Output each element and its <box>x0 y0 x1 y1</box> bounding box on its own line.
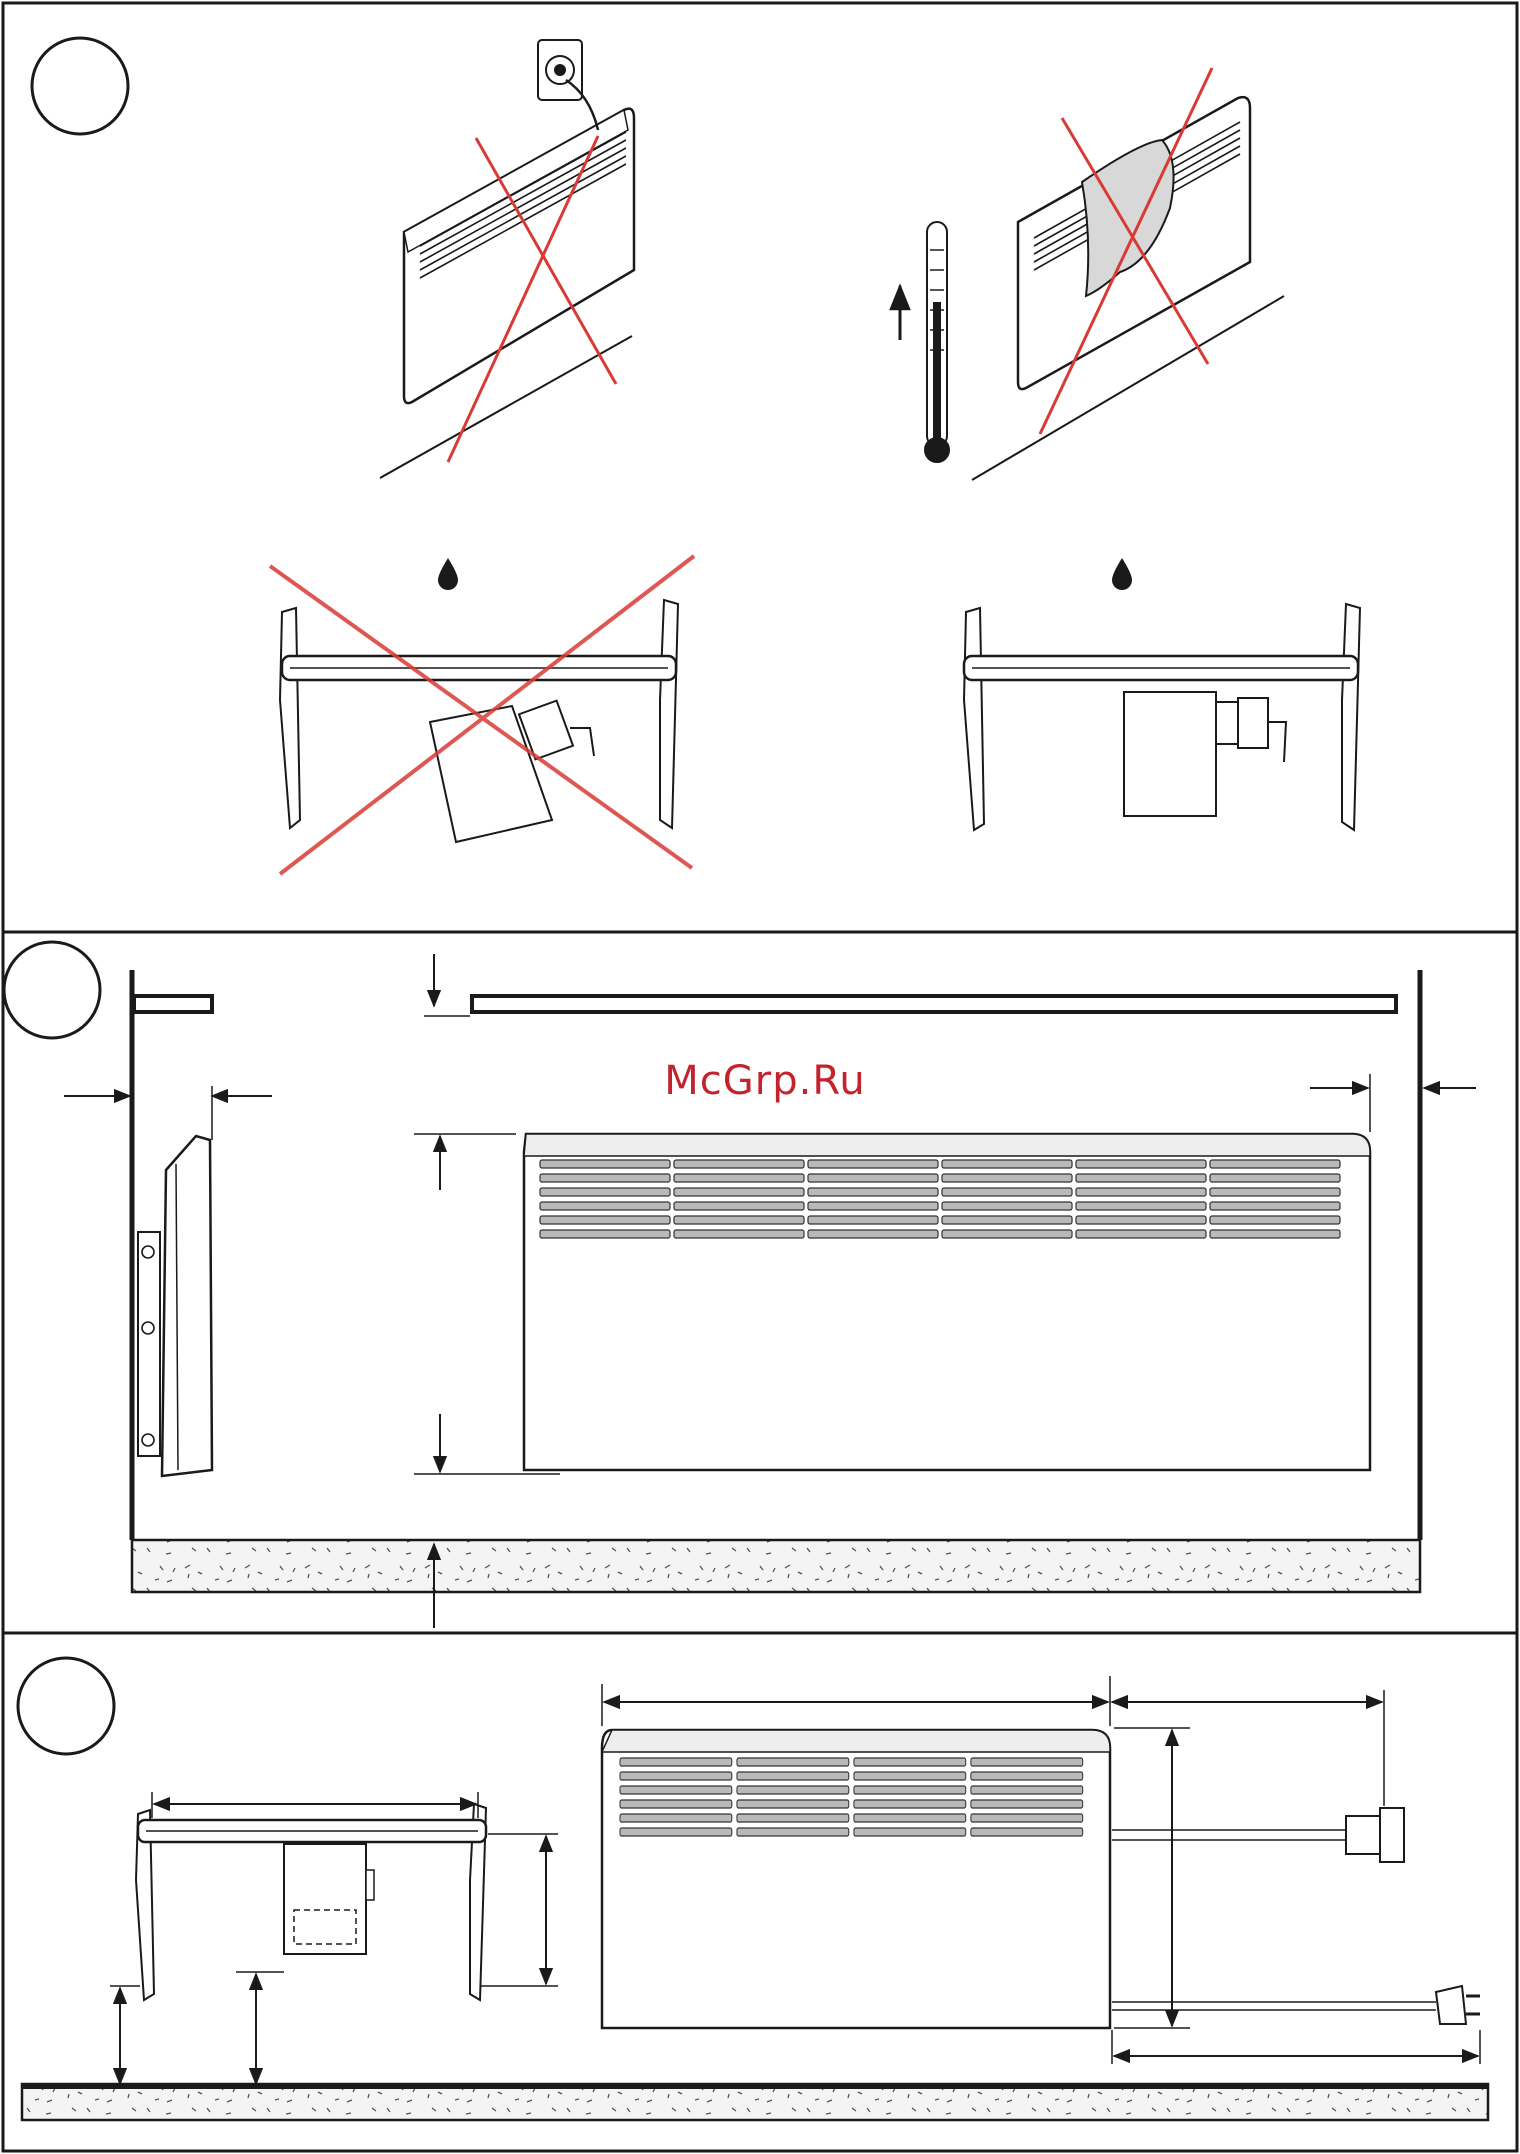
front-view-heater <box>524 1134 1370 1470</box>
water-drop-icon <box>438 558 458 590</box>
floor <box>22 2084 1488 2120</box>
side-view-clearance <box>64 970 272 1540</box>
section-marker-2 <box>4 942 100 1038</box>
heater-under-socket-illustration <box>380 40 634 478</box>
floor <box>132 1540 1420 1592</box>
thermostat-icon <box>1216 698 1286 762</box>
thermostat-icon <box>1346 1808 1404 1862</box>
plug-icon <box>1436 1986 1480 2024</box>
thermometer-icon <box>925 222 949 462</box>
bracket-correct-orientation-illustration <box>964 604 1360 830</box>
heater-overall-dimensions <box>602 1676 1480 2064</box>
water-drop-icon <box>1112 558 1132 590</box>
top-shelf <box>472 996 1396 1012</box>
section-marker-1 <box>32 38 128 134</box>
bracket-wrong-orientation-illustration <box>270 556 694 874</box>
watermark: McGrp.Ru <box>0 1058 1520 1104</box>
section-marker-3 <box>18 1658 114 1754</box>
heater-covered-illustration <box>972 68 1284 480</box>
socket-icon <box>538 40 598 130</box>
mounting-bracket-dimensions <box>110 1792 558 2084</box>
